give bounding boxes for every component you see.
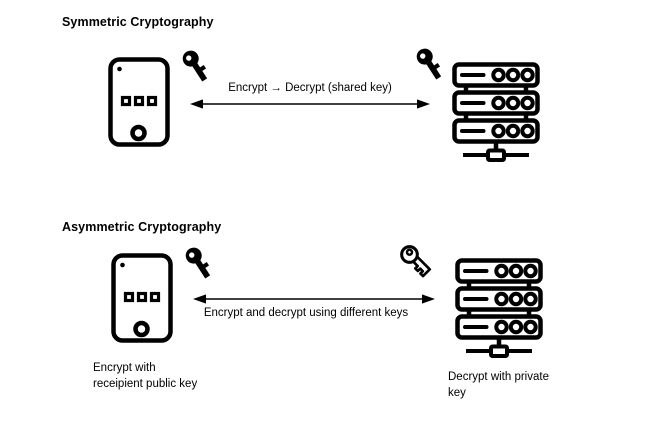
server-rack-icon [452, 62, 540, 164]
symmetric-arrow-label: Encrypt → Decrypt (shared key) [228, 82, 392, 94]
client-caption-line1: Encrypt with [93, 362, 156, 374]
asymmetric-arrow-label: Encrypt and decrypt using different keys [203, 307, 409, 319]
server-caption-line2: key [448, 387, 466, 399]
server-rack-icon [455, 258, 543, 360]
client-caption-line2: receipient public key [93, 378, 198, 390]
tablet-device-icon [108, 57, 170, 147]
asymmetric-double-arrow [193, 294, 435, 304]
shared-key-icon-server [416, 48, 442, 83]
server-caption-line1: Decrypt with private [448, 371, 549, 383]
asymmetric-title: Asymmetric Cryptography [62, 220, 222, 234]
server-caption: Decrypt with private key [448, 369, 549, 401]
tablet-device-icon [111, 253, 173, 343]
symmetric-title: Symmetric Cryptography [62, 15, 214, 29]
public-key-icon [185, 247, 211, 282]
private-key-icon [399, 244, 435, 280]
client-caption: Encrypt with receipient public key [93, 360, 197, 392]
symmetric-double-arrow [190, 99, 430, 109]
